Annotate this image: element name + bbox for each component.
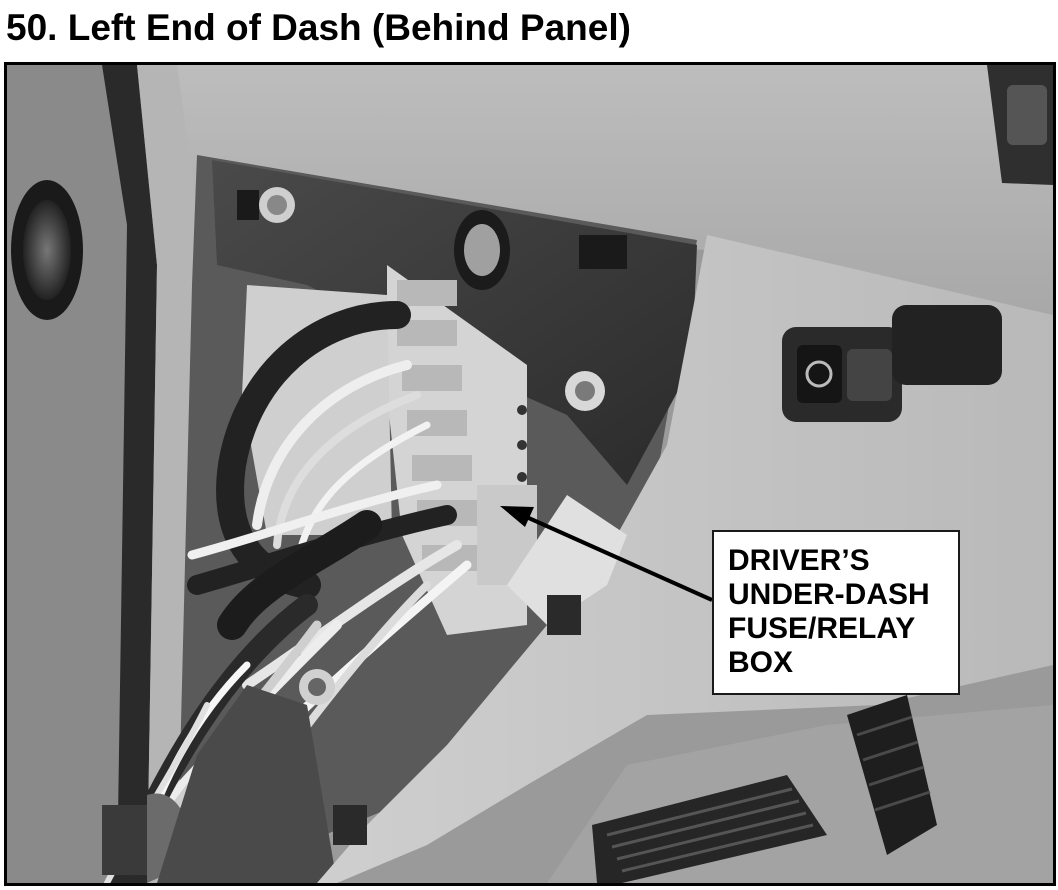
page-title: 50. Left End of Dash (Behind Panel) (6, 7, 631, 48)
callout-line-2: UNDER-DASH (728, 578, 930, 611)
callout-line-3: FUSE/RELAY (728, 612, 916, 645)
dash-photo-illustration (7, 65, 1053, 883)
callout-line-4: BOX (728, 646, 794, 679)
callout-line-1: DRIVER’S (728, 544, 870, 577)
dash-photo (4, 62, 1056, 886)
fuse-box-callout: DRIVER’S UNDER-DASH FUSE/RELAY BOX (712, 530, 960, 695)
